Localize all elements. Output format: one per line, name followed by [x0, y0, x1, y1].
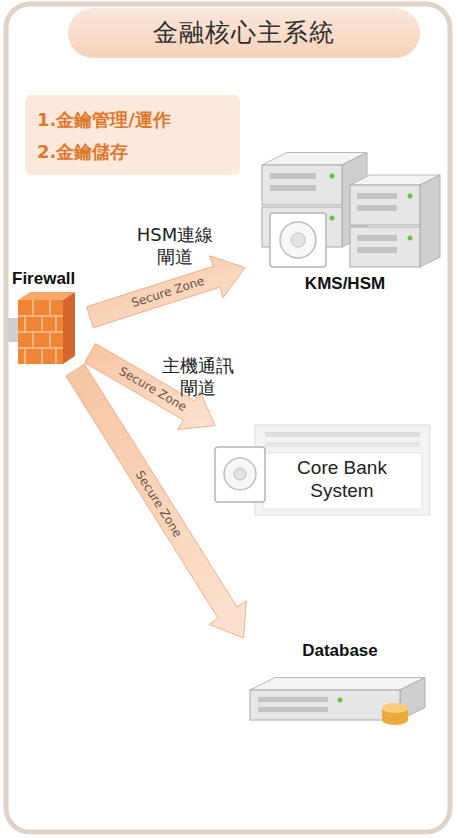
server-slot: [270, 185, 316, 191]
brick-line: [41, 316, 43, 332]
server-side: [420, 175, 440, 267]
brick-line: [32, 300, 34, 316]
rack-slot: [258, 707, 328, 712]
server-led: [408, 236, 413, 241]
server-slot: [357, 193, 397, 199]
server-slot: [357, 247, 397, 253]
brick-line: [41, 348, 43, 364]
hsm-dial-core: [234, 468, 246, 480]
gateway-label: HSM連線 閘道: [130, 224, 220, 268]
hsm-dial: [224, 458, 256, 490]
brick-line: [24, 348, 26, 364]
panel-bar: [265, 442, 420, 447]
server-front: [262, 165, 342, 205]
node-text: Core Bank System: [277, 456, 407, 502]
database-node: Database: [240, 638, 440, 743]
rack-slot: [258, 697, 328, 702]
firewall-front: [18, 300, 63, 364]
brick-line: [49, 300, 51, 316]
server-led: [330, 216, 335, 221]
core-bank-node: Core Bank System: [215, 418, 435, 518]
outer-frame: [6, 4, 450, 832]
panel-screen: [263, 453, 422, 509]
hsm-dial-core: [291, 233, 305, 247]
diagram-title: 金融核心主系統: [68, 8, 420, 58]
kms-hsm-node: KMS/HSM: [245, 135, 445, 295]
rack-front: [250, 690, 400, 720]
node-text: Database: [240, 641, 440, 661]
hsm-dial: [280, 222, 316, 258]
node-text: Firewall: [12, 269, 90, 289]
brick-line: [55, 316, 57, 332]
brick-line: [32, 332, 34, 348]
server-front: [350, 185, 420, 225]
note-box: 1.金鑰管理/運作 2.金鑰儲存: [25, 95, 240, 175]
node-text: 1.金鑰管理/運作: [37, 107, 237, 133]
rack-led: [338, 698, 343, 703]
brick-line: [49, 332, 51, 348]
server-led: [408, 194, 413, 199]
firewall-side: [63, 292, 75, 364]
disk-bottom: [382, 715, 408, 725]
disk-top: [382, 703, 408, 713]
node-text: 2.金鑰儲存: [37, 139, 237, 165]
server-led: [330, 174, 335, 179]
panel-bar: [265, 432, 420, 437]
server-slot: [270, 173, 316, 179]
hsm-device: [270, 213, 326, 267]
hsm-device: [215, 447, 265, 502]
title-pill: [68, 8, 420, 58]
rack-top: [250, 678, 425, 691]
server-front: [350, 227, 420, 267]
brick-line: [24, 316, 26, 332]
brick-line: [55, 348, 57, 364]
node-text: KMS/HSM: [245, 274, 445, 294]
server-slot: [357, 205, 397, 211]
system-panel: [255, 425, 430, 515]
server-slot: [357, 235, 397, 241]
firewall-node: Firewall: [10, 265, 90, 370]
